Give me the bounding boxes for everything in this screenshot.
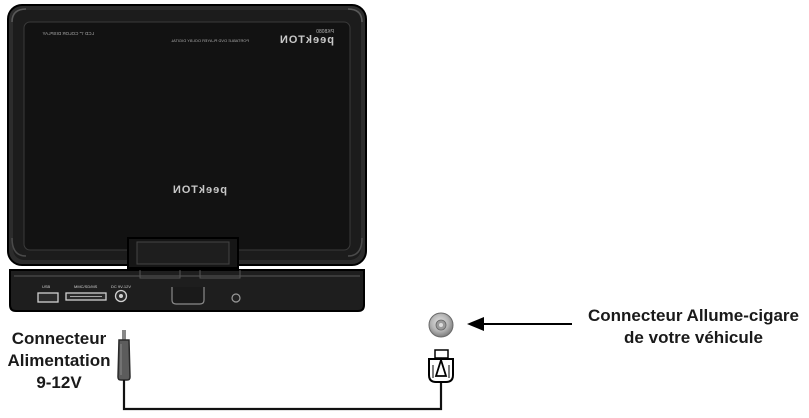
arrow-left-icon: [467, 317, 572, 331]
card-slot-label: MMC/SD/MS: [74, 284, 98, 289]
dvd-player-hinge: [127, 237, 239, 269]
dc-plug: [117, 330, 131, 381]
power-cable: [122, 380, 443, 411]
cigar-label-line1: Connecteur Allume-cigare: [588, 306, 799, 325]
dvd-player-lid: peekTON PK8080 PORTABLE DVD PLAYER DOLBY…: [7, 4, 367, 266]
panel-text: LCD 7" COLOR DISPLAY: [42, 31, 94, 36]
power-connector-label: Connecteur Alimentation 9-12V: [0, 328, 118, 394]
power-label-line2: Alimentation: [7, 351, 111, 370]
tagline-text: PORTABLE DVD PLAYER DOLBY DIGITAL: [170, 38, 249, 43]
model-text: PK8080: [316, 29, 334, 35]
brand-logo-center: peekTON: [172, 184, 227, 196]
power-label-line1: Connecteur: [11, 329, 107, 348]
dvd-player-base: USB MMC/SD/MS DC 9V-12V: [9, 269, 365, 312]
power-button: [231, 293, 241, 303]
dc-jack-label: DC 9V-12V: [111, 284, 131, 289]
cigarette-lighter-plug: [428, 349, 454, 383]
brand-logo-top: peekTON: [279, 34, 334, 46]
cigarette-lighter-socket: [428, 312, 454, 338]
cigarette-lighter-label: Connecteur Allume-cigare de votre véhicu…: [578, 305, 809, 349]
usb-port-label: USB: [42, 284, 51, 289]
usb-port: [37, 292, 59, 303]
power-label-line3: 9-12V: [36, 373, 82, 392]
cigar-label-line2: de votre véhicule: [624, 328, 763, 347]
